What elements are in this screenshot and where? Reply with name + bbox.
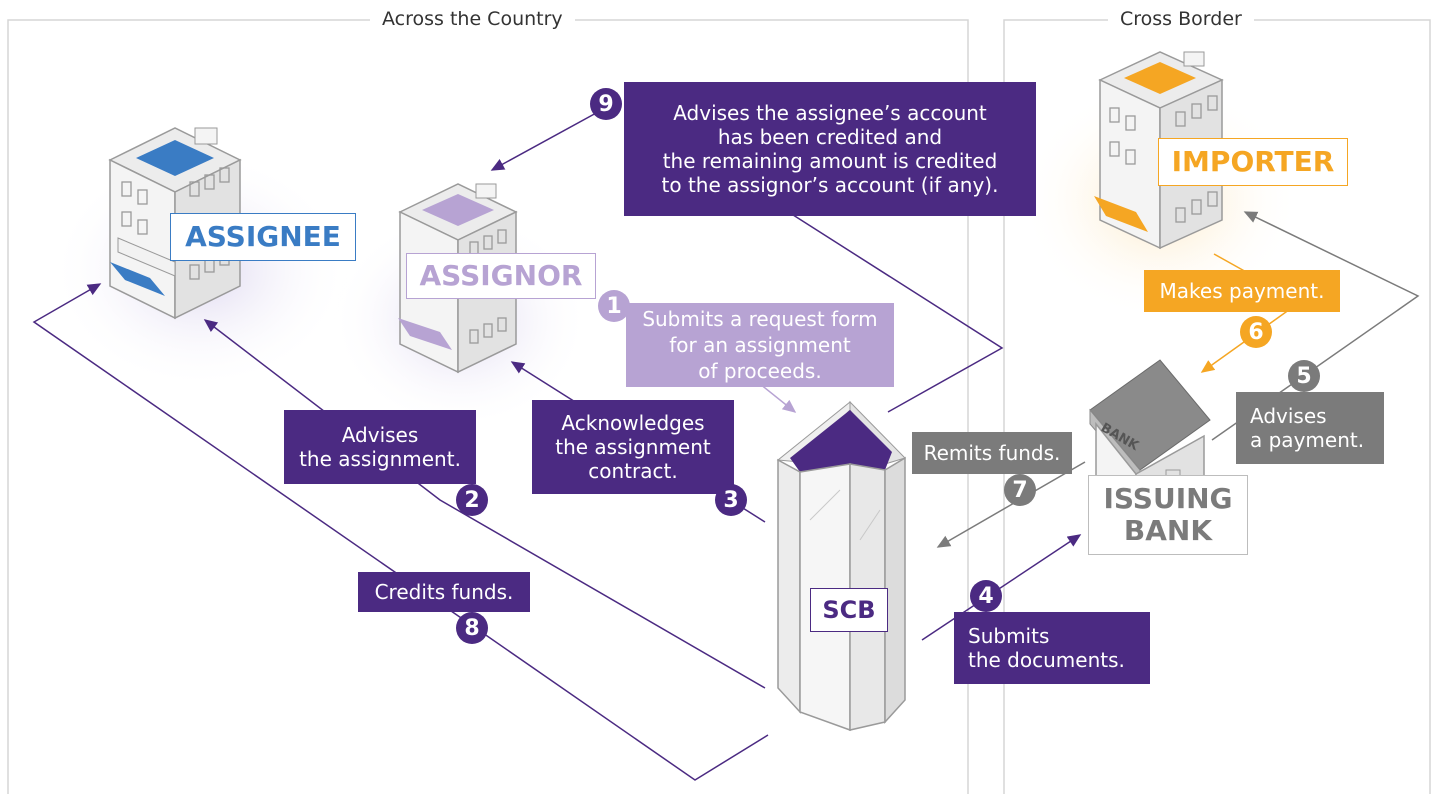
assignor-building-icon (398, 183, 518, 374)
assignor-label: ASSIGNOR (406, 253, 596, 299)
region-title-cross-border: Cross Border (1108, 8, 1254, 30)
step-2-text: Advises the assignment. (284, 410, 476, 484)
arrow-step-8 (32, 283, 769, 781)
step-1-badge: 1 (598, 290, 630, 322)
step-6-text: Makes payment. (1144, 270, 1340, 312)
scb-tower-icon (776, 400, 906, 732)
step-1-text: Submits a request form for an assignment… (626, 303, 894, 387)
step-7-text: Remits funds. (912, 432, 1072, 474)
step-3-badge: 3 (715, 484, 747, 516)
step-4-text: Submits the documents. (954, 612, 1150, 684)
region-title-domestic: Across the Country (370, 8, 575, 30)
importer-building-icon (1094, 51, 1224, 250)
step-7-badge: 7 (1004, 474, 1036, 506)
issuing-bank-label: ISSUING BANK (1088, 475, 1248, 555)
step-8-text: Credits funds. (358, 572, 530, 612)
scb-label: SCB (810, 588, 888, 632)
step-3-text: Acknowledges the assignment contract. (532, 400, 734, 494)
step-8-badge: 8 (456, 612, 488, 644)
importer-label: IMPORTER (1158, 138, 1348, 186)
arrow-step-2 (203, 319, 766, 689)
step-2-badge: 2 (456, 484, 488, 516)
arrow-step-9-path (789, 212, 1004, 413)
arrow-step-4 (921, 534, 1082, 641)
step-5-badge: 5 (1288, 360, 1320, 392)
step-6-badge: 6 (1240, 316, 1272, 348)
step-5-text: Advises a payment. (1236, 392, 1384, 464)
assignee-label: ASSIGNEE (170, 213, 356, 261)
step-9-text: Advises the assignee’s account has been … (624, 82, 1036, 216)
step-4-badge: 4 (970, 580, 1002, 612)
arrow-step-7 (936, 461, 1086, 548)
step-9-badge: 9 (590, 88, 622, 120)
arrow-step-9 (490, 111, 599, 171)
assignee-building-icon (108, 127, 242, 320)
